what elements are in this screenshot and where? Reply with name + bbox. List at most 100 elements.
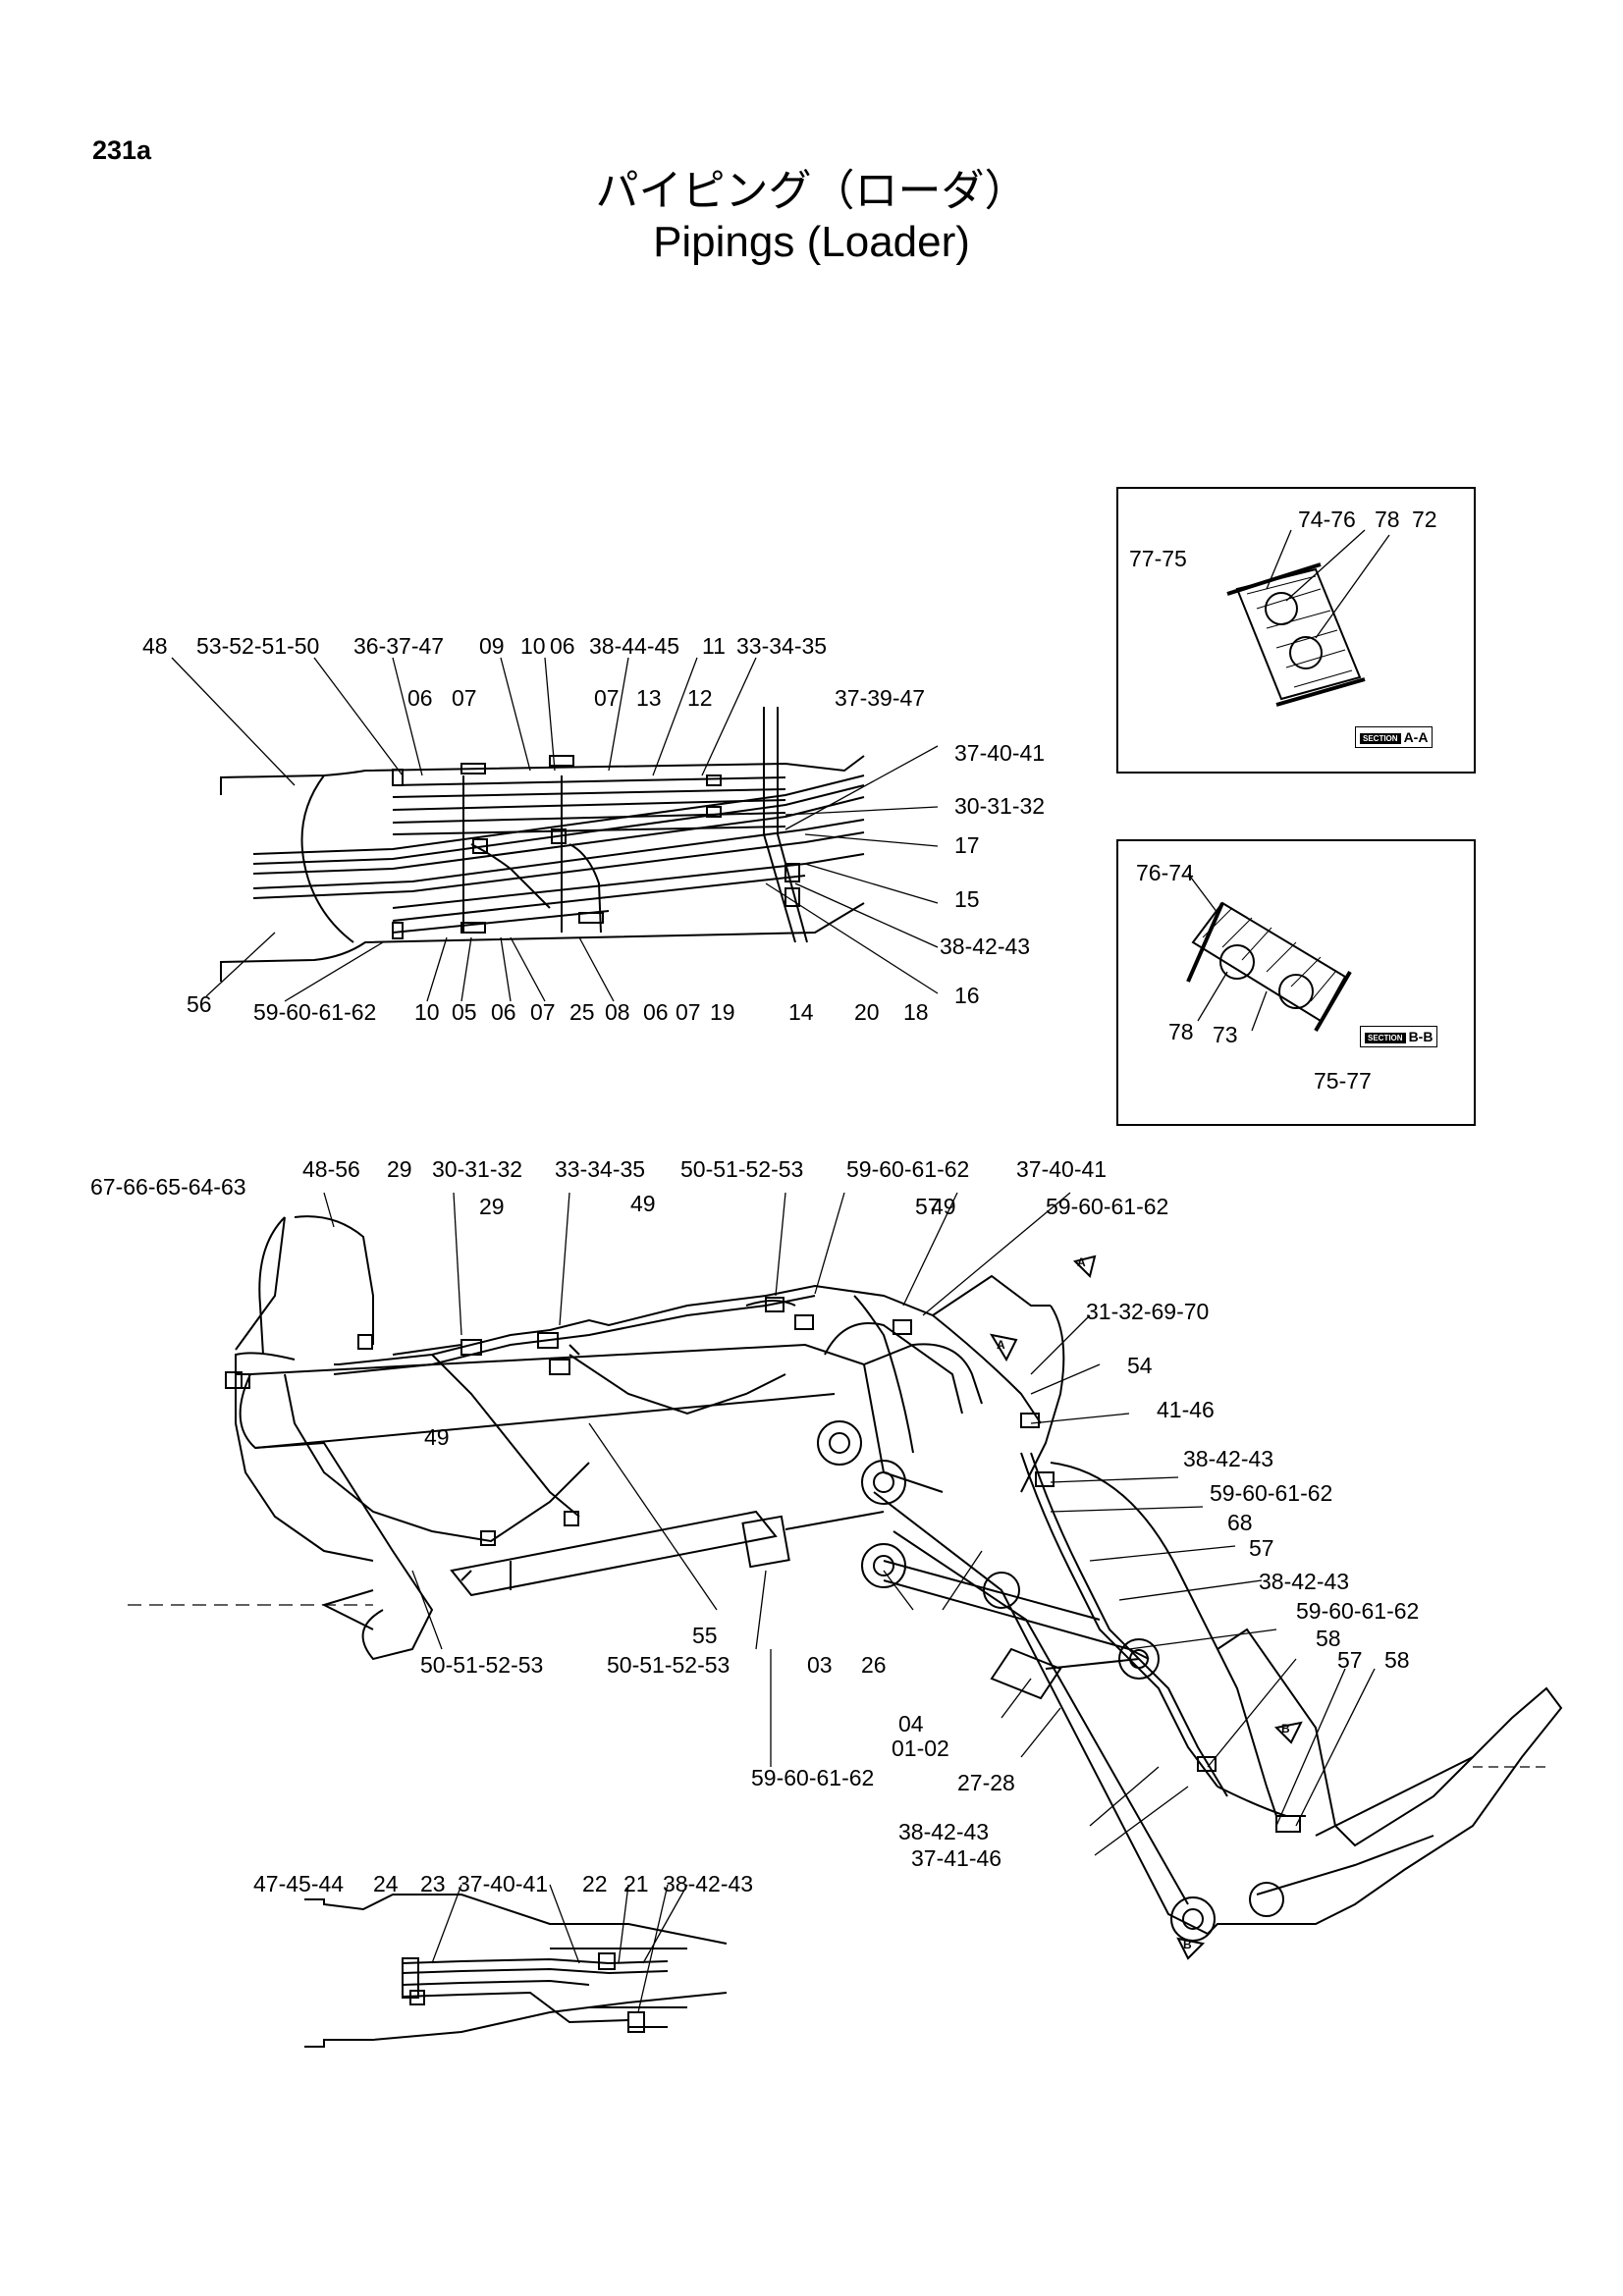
label-main: 68 (1227, 1510, 1253, 1535)
label-bottom: 23 (420, 1871, 446, 1896)
bottom-detail-drawing (304, 1894, 728, 2048)
label-top: 18 (903, 999, 929, 1025)
label-bottom: 37-40-41 (458, 1871, 549, 1896)
label-main: 30-31-32 (432, 1156, 523, 1182)
label-top: 48 (142, 633, 168, 659)
label-top: 06 (407, 685, 433, 711)
label-top: 33-34-35 (736, 633, 828, 659)
label-top: 07 (676, 999, 701, 1025)
label-top: 06 (550, 633, 575, 659)
label-main: 50-51-52-53 (680, 1156, 804, 1182)
label-sec-b: 73 (1213, 1022, 1238, 1047)
label-sec-b: 75-77 (1314, 1068, 1372, 1094)
label-top: 25 (569, 999, 595, 1025)
label-top: 53-52-51-50 (196, 633, 320, 659)
label-bottom: 22 (582, 1871, 608, 1896)
label-main: 57 (1249, 1535, 1274, 1561)
marker-b-2: B (1183, 1938, 1192, 1951)
label-main: 29 (387, 1156, 412, 1182)
label-top: 38-44-45 (589, 633, 680, 659)
label-main: 59-60-61-62 (1296, 1598, 1420, 1624)
label-main: 04 (898, 1711, 924, 1736)
label-main: 67-66-65-64-63 (90, 1174, 246, 1200)
label-top: 30-31-32 (954, 793, 1046, 819)
label-main: 49 (424, 1424, 450, 1450)
top-detail-bundle (220, 707, 865, 982)
label-main: 41-46 (1157, 1397, 1215, 1422)
label-main: 33-34-35 (555, 1156, 646, 1182)
label-top: 08 (605, 999, 630, 1025)
label-main: 01-02 (892, 1735, 949, 1761)
label-bottom: 24 (373, 1871, 399, 1896)
label-main: 59-60-61-62 (1046, 1194, 1169, 1219)
label-main: 48-56 (302, 1156, 360, 1182)
label-main: 50-51-52-53 (420, 1652, 544, 1678)
label-main: 37-41-46 (911, 1845, 1002, 1871)
label-sec-a: 77-75 (1129, 546, 1187, 571)
label-top: 13 (636, 685, 662, 711)
label-sec-b: 76-74 (1136, 860, 1194, 885)
label-main: 50-51-52-53 (607, 1652, 730, 1678)
main-assembly-drawing (225, 1215, 1563, 1942)
label-main: 59-60-61-62 (751, 1765, 875, 1790)
label-top: 15 (954, 886, 980, 912)
label-top: 05 (452, 999, 477, 1025)
label-top: 14 (788, 999, 814, 1025)
label-bottom: 38-42-43 (663, 1871, 754, 1896)
label-main: 29 (479, 1194, 505, 1219)
label-top: 07 (594, 685, 620, 711)
label-top: 19 (710, 999, 735, 1025)
label-top: 06 (643, 999, 669, 1025)
section-a-tag-text: A-A (1403, 729, 1429, 745)
section-a-tag-small: SECTION (1360, 732, 1401, 744)
marker-b-1: B (1281, 1722, 1290, 1735)
label-main: 58 (1384, 1647, 1410, 1673)
label-top: 06 (491, 999, 516, 1025)
label-main: 38-42-43 (1259, 1569, 1350, 1594)
label-main: 27-28 (957, 1770, 1015, 1795)
label-main: 38-42-43 (1183, 1446, 1274, 1471)
label-main: 26 (861, 1652, 887, 1678)
label-sec-a: 78 (1375, 507, 1400, 532)
label-top: 59-60-61-62 (253, 999, 377, 1025)
label-main: 57 (1337, 1647, 1363, 1673)
label-top: 20 (854, 999, 880, 1025)
label-main: 59-60-61-62 (1210, 1480, 1333, 1506)
label-main: 58 (1316, 1626, 1341, 1651)
label-main: 37-40-41 (1016, 1156, 1108, 1182)
leader-lines (171, 529, 1390, 2013)
label-top: 56 (187, 991, 212, 1017)
section-b-box (1116, 839, 1476, 1126)
label-top: 07 (530, 999, 556, 1025)
label-bottom: 21 (623, 1871, 649, 1896)
label-top: 36-37-47 (353, 633, 445, 659)
section-a-drawing (1226, 562, 1366, 707)
label-main: 49 (630, 1191, 656, 1216)
label-main: 55 (692, 1623, 718, 1648)
label-sec-a: 72 (1412, 507, 1437, 532)
label-main: 31-32-69-70 (1086, 1299, 1210, 1324)
label-main: 59-60-61-62 (846, 1156, 970, 1182)
label-main: 49 (931, 1194, 956, 1219)
label-top: 37-40-41 (954, 740, 1046, 766)
label-top: 11 (702, 633, 726, 659)
label-top: 17 (954, 832, 980, 858)
page-number: 231a (92, 135, 152, 165)
page-title-english: Pipings (Loader) (653, 218, 970, 266)
section-markers (989, 1255, 1303, 1960)
label-sec-b: 78 (1168, 1019, 1194, 1044)
label-top: 07 (452, 685, 477, 711)
label-main: 38-42-43 (898, 1819, 990, 1844)
label-top: 37-39-47 (835, 685, 926, 711)
marker-a-1: A (1077, 1255, 1086, 1269)
section-b-tag-text: B-B (1408, 1029, 1434, 1044)
label-top: 16 (954, 983, 980, 1008)
label-main: 54 (1127, 1353, 1153, 1378)
label-sec-a: 74-76 (1298, 507, 1356, 532)
label-top: 38-42-43 (940, 934, 1031, 959)
label-top: 09 (479, 633, 505, 659)
label-main: 03 (807, 1652, 833, 1678)
